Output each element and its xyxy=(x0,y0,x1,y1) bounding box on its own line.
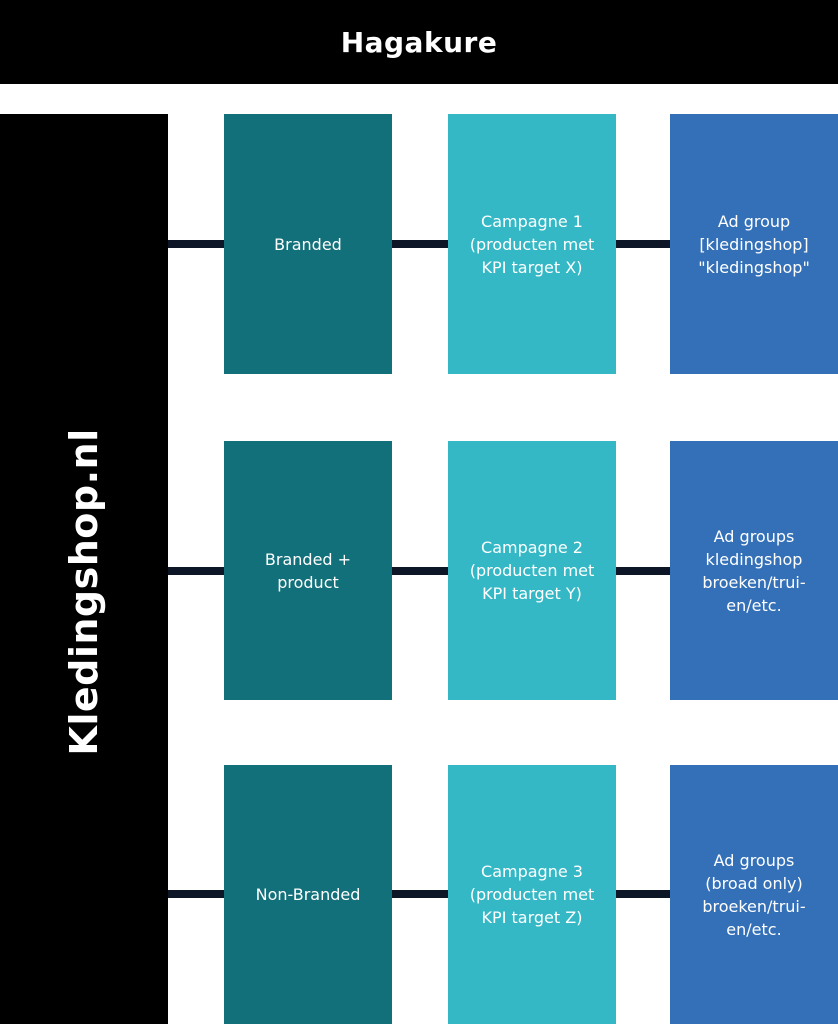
sidebar-label: Kledingshop.nl xyxy=(62,428,106,756)
adgroup-label: Ad groups (broad only) broeken/trui- en/… xyxy=(702,850,806,939)
adgroup-label: Ad group [kledingshop] "kledingshop" xyxy=(698,211,810,277)
segment-box: Branded xyxy=(224,114,392,374)
campaign-box: Campagne 2 (producten met KPI target Y) xyxy=(448,441,616,700)
segment-box: Branded + product xyxy=(224,441,392,700)
segment-label: Branded xyxy=(274,234,342,254)
segment-label: Branded + product xyxy=(264,549,352,592)
segment-box: Non-Branded xyxy=(224,765,392,1024)
campaign-label: Campagne 3 (producten met KPI target Z) xyxy=(469,862,595,927)
adgroup-box: Ad group [kledingshop] "kledingshop" xyxy=(670,114,838,374)
adgroup-box: Ad groups kledingshop broeken/trui- en/e… xyxy=(670,441,838,700)
adgroup-label: Ad groups kledingshop broeken/trui- en/e… xyxy=(702,526,806,615)
campaign-box: Campagne 1 (producten met KPI target X) xyxy=(448,114,616,374)
campaign-label: Campagne 2 (producten met KPI target Y) xyxy=(469,538,595,603)
header-title: Hagakure xyxy=(340,25,498,59)
segment-label: Non-Branded xyxy=(255,885,361,904)
header-bar: Hagakure xyxy=(0,0,838,84)
campaign-label: Campagne 1 (producten met KPI target X) xyxy=(469,211,595,277)
sidebar-panel: Kledingshop.nl xyxy=(0,114,168,1024)
adgroup-box: Ad groups (broad only) broeken/trui- en/… xyxy=(670,765,838,1024)
campaign-box: Campagne 3 (producten met KPI target Z) xyxy=(448,765,616,1024)
